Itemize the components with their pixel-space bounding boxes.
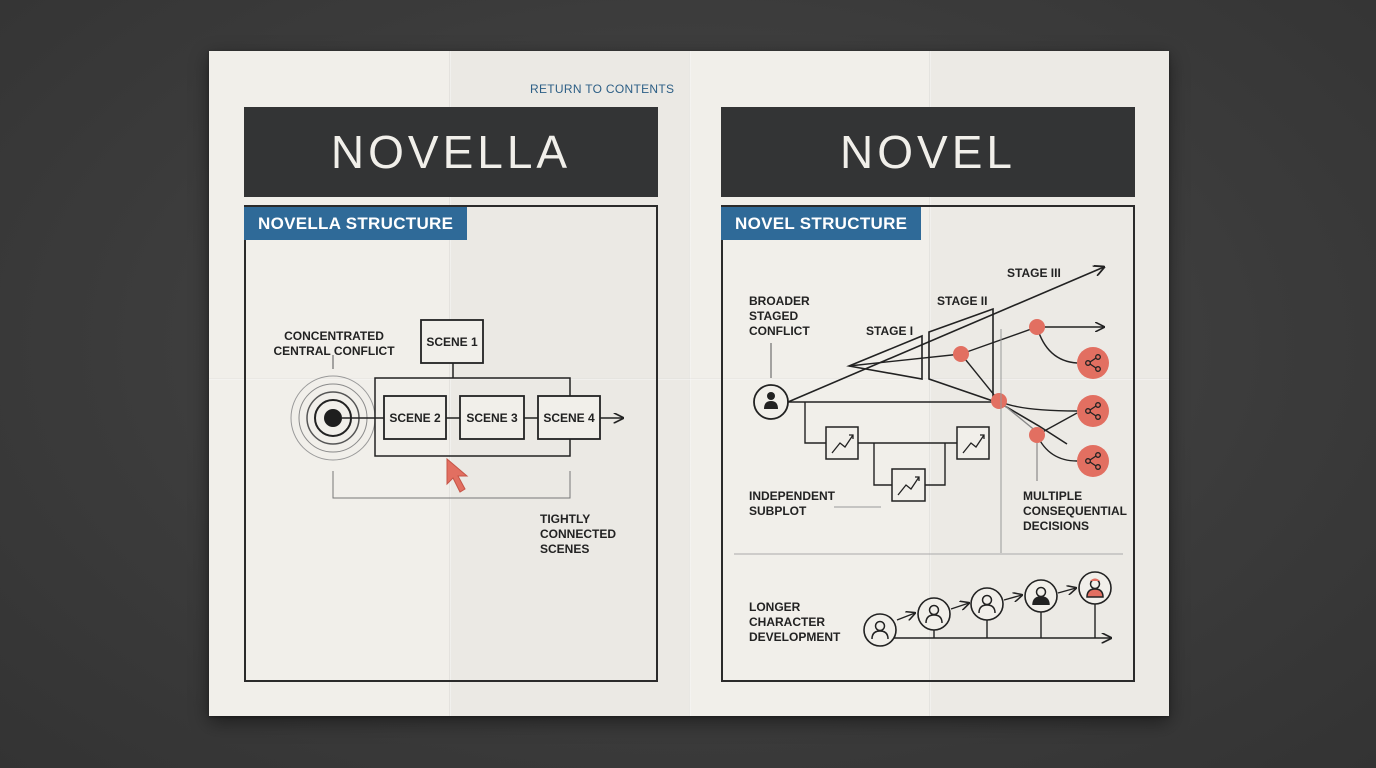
decisions-label-line2: CONSEQUENTIAL: [1023, 504, 1127, 518]
novel-structure-tag: NOVEL STRUCTURE: [721, 207, 922, 240]
scenes-label-line3: SCENES: [540, 542, 589, 556]
scenes-label-line1: TIGHTLY: [540, 512, 590, 526]
novella-structure-panel: [244, 205, 658, 682]
growth-arrow: [1057, 588, 1076, 593]
conflict-label-line1: CONCENTRATED: [284, 329, 384, 343]
growth-arrow: [950, 603, 969, 609]
person-icon: [1078, 571, 1112, 605]
broader-label-line2: STAGED: [749, 309, 798, 323]
structure-diagrams: CONCENTRATED CENTRAL CONFLICT SCENE 1 SC…: [273, 51, 1127, 647]
growth-arrow: [1003, 595, 1022, 600]
character-label-line1: LONGER: [749, 600, 801, 614]
decision-node: [1029, 427, 1045, 443]
decision-node: [953, 346, 969, 362]
character-label-line2: CHARACTER: [749, 615, 825, 629]
chart-trend-icon: [825, 426, 859, 460]
scene-box: SCENE 4: [537, 395, 601, 440]
broader-label-line3: CONFLICT: [749, 324, 810, 338]
scene-label: SCENE 2: [389, 411, 441, 425]
share-icon: [1077, 445, 1109, 477]
scene-bracket: [374, 377, 571, 457]
subplot-line: [873, 443, 892, 486]
scene-box: SCENE 3: [459, 395, 525, 440]
person-icon: [1024, 579, 1058, 613]
stage-funnel: [846, 334, 923, 380]
subplot-line: [804, 402, 826, 444]
scene-box: SCENE 2: [383, 395, 447, 440]
scene-label: SCENE 1: [426, 335, 478, 349]
scenes-label-line2: CONNECTED: [540, 527, 616, 541]
stage-label: STAGE II: [937, 294, 987, 308]
growth-arrow: [896, 613, 915, 620]
novella-title-bar: NOVELLA: [244, 107, 658, 197]
scene-label: SCENE 3: [466, 411, 518, 425]
branch-line: [1036, 326, 1078, 364]
novel-title-bar: NOVEL: [721, 107, 1135, 197]
branch-line: [848, 353, 1000, 402]
stage-line: [787, 267, 1104, 403]
stage-label: STAGE I: [866, 324, 913, 338]
decisions-label-line1: MULTIPLE: [1023, 489, 1082, 503]
broader-label-line1: BROADER: [749, 294, 810, 308]
folded-poster: RETURN TO CONTENTS NOVELLA NOVELLA STRUC…: [209, 51, 1169, 716]
person-icon: [753, 384, 789, 420]
branch-line: [998, 400, 1038, 433]
decision-node: [991, 393, 1007, 409]
scene-label: SCENE 4: [543, 411, 595, 425]
stage-line: [997, 401, 1068, 445]
person-icon: [970, 587, 1004, 621]
return-to-contents-link[interactable]: RETURN TO CONTENTS: [530, 82, 675, 96]
share-icon: [1077, 347, 1109, 379]
tag-label: NOVELLA STRUCTURE: [258, 213, 454, 233]
fold-line: [449, 51, 451, 716]
chart-trend-icon: [891, 468, 926, 502]
grouping-bracket: [332, 471, 571, 499]
novel-structure-panel: [721, 205, 1135, 682]
conflict-label-line2: CENTRAL CONFLICT: [273, 344, 395, 358]
person-icon: [917, 597, 951, 631]
share-icon: [1077, 395, 1109, 427]
subplot-line: [925, 443, 946, 486]
decision-node: [1029, 319, 1045, 335]
subplot-label-line2: SUBPLOT: [749, 504, 807, 518]
subplot-label-line1: INDEPENDENT: [749, 489, 836, 503]
decisions-label-line3: DECISIONS: [1023, 519, 1089, 533]
scene-box: SCENE 1: [420, 319, 484, 364]
fold-line: [209, 378, 1169, 380]
chart-trend-icon: [956, 426, 990, 460]
stage-label: STAGE III: [1007, 266, 1061, 280]
fold-line: [689, 51, 691, 716]
character-label-line3: DEVELOPMENT: [749, 630, 841, 644]
fold-line: [929, 51, 931, 716]
person-icon: [863, 613, 897, 647]
novella-structure-tag: NOVELLA STRUCTURE: [244, 207, 468, 240]
page-title: NOVEL: [840, 126, 1016, 178]
page-title: NOVELLA: [330, 126, 572, 178]
pointer-arrow-icon: [446, 457, 469, 493]
tag-label: NOVEL STRUCTURE: [735, 213, 908, 233]
